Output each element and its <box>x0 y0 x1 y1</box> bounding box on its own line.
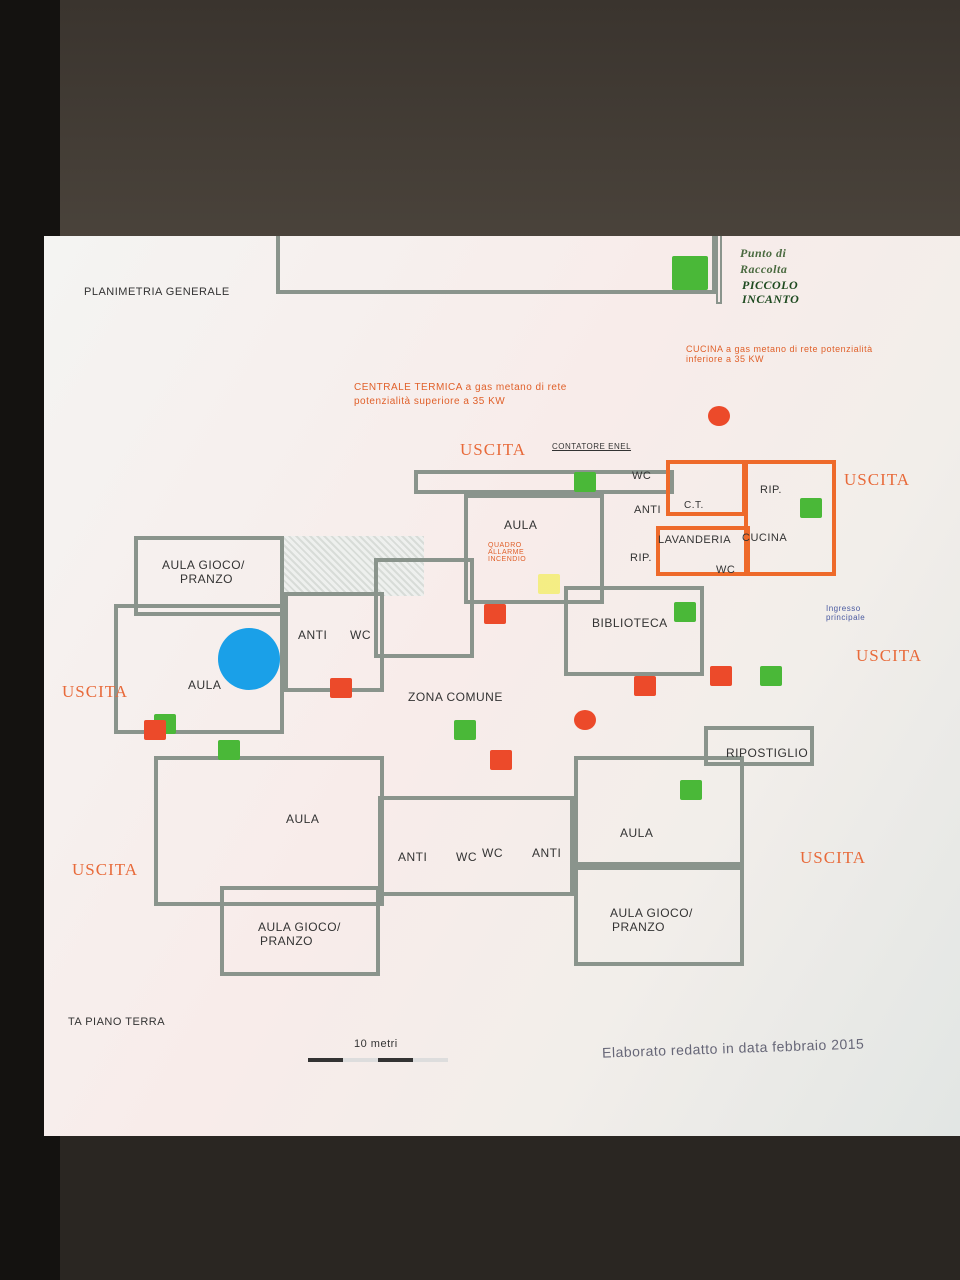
emergency-exit-sign-icon <box>760 666 782 686</box>
you-are-here-marker <box>218 628 280 690</box>
room-label: ANTI <box>398 850 428 864</box>
emergency-exit-sign-icon <box>800 498 822 518</box>
no-smoking-icon <box>574 710 596 730</box>
room-label: RIP. <box>760 484 782 496</box>
emergency-exit-sign-icon <box>218 740 240 760</box>
room-aula-gioco-2 <box>220 886 380 976</box>
room-label: WC <box>632 470 652 482</box>
room-label: ANTI <box>634 504 662 516</box>
room-label: AULA GIOCO/ <box>162 558 245 572</box>
fire-extinguisher-icon <box>490 750 512 770</box>
room-label: RIP. <box>630 552 652 564</box>
fire-extinguisher-icon <box>330 678 352 698</box>
emergency-exit-sign-icon <box>454 720 476 740</box>
alarm-panel-icon <box>538 574 560 594</box>
exit-label: USCITA <box>62 682 129 701</box>
room-label: BIBLIOTECA <box>592 616 668 630</box>
assembly-label: Raccolta <box>740 262 788 276</box>
room-label: C.T. <box>684 500 704 511</box>
room-label: WC <box>482 846 503 860</box>
room-aula-bottom-left <box>154 756 384 906</box>
room-cucina <box>744 460 836 576</box>
room-ripostiglio <box>704 726 814 766</box>
exit-label: USCITA <box>844 470 911 489</box>
note-centrale: potenzialità superiore a 35 KW <box>354 396 506 407</box>
background-wall <box>0 0 960 240</box>
room-aula-bottom-right <box>574 756 744 866</box>
room-label: PRANZO <box>260 934 314 948</box>
divider <box>716 236 722 304</box>
room-label: AULA GIOCO/ <box>610 906 693 920</box>
note-quadro: QUADRO ALLARME INCENDIO <box>488 542 527 563</box>
room-label: WC <box>716 564 736 576</box>
assembly-name: INCANTO <box>742 292 800 306</box>
assembly-name: PICCOLO <box>742 278 799 292</box>
room-label: ANTI <box>532 846 562 860</box>
emergency-exit-sign-icon <box>574 472 596 492</box>
wall-top-building <box>276 236 716 294</box>
room-label: ANTI <box>298 628 328 642</box>
courtyard <box>374 558 474 658</box>
room-label: CUCINA <box>742 532 788 544</box>
room-label: AULA GIOCO/ <box>258 920 341 934</box>
room-label: AULA <box>504 518 538 532</box>
room-label: WC <box>350 628 371 642</box>
evacuation-plan: PLANIMETRIA GENERALE Punto di Raccolta P… <box>44 236 960 1136</box>
emergency-exit-sign-icon <box>674 602 696 622</box>
room-label: RIPOSTIGLIO <box>726 746 809 760</box>
exit-label: USCITA <box>856 646 923 665</box>
room-aula-gioco-3 <box>574 866 744 966</box>
wall <box>414 470 674 494</box>
plan-floor-name: TA PIANO TERRA <box>68 1016 166 1028</box>
note-cucina: CUCINA a gas metano di rete potenzialità… <box>686 344 873 364</box>
room-wc-bottom <box>378 796 574 896</box>
assembly-point-icon <box>672 256 708 290</box>
scale-label: 10 metri <box>354 1038 398 1050</box>
room-label: LAVANDERIA <box>658 534 732 546</box>
room-label: ZONA COMUNE <box>408 690 503 704</box>
room-lavanderia <box>656 526 750 576</box>
emergency-exit-sign-icon <box>680 780 702 800</box>
room-aula-left <box>114 604 284 734</box>
fire-hose-icon <box>634 676 656 696</box>
fire-hose-icon <box>144 720 166 740</box>
room-label: PRANZO <box>612 920 666 934</box>
room-label: AULA <box>286 812 320 826</box>
note-contatore: CONTATORE ENEL <box>552 442 632 451</box>
fire-hose-icon <box>710 666 732 686</box>
room-label: PRANZO <box>180 572 234 586</box>
exit-label: USCITA <box>460 440 527 459</box>
room-label: Ingresso principale <box>826 604 866 622</box>
hatched-area <box>284 536 424 596</box>
date-note: Elaborato redatto in data febbraio 2015 <box>601 1035 865 1061</box>
exit-label: USCITA <box>72 860 139 879</box>
assembly-label: Punto di <box>740 246 787 260</box>
scale-bar <box>308 1058 448 1062</box>
no-smoking-icon <box>708 406 730 426</box>
fire-hose-icon <box>484 604 506 624</box>
plan-title: PLANIMETRIA GENERALE <box>84 286 230 298</box>
room-anti-wc <box>284 592 384 692</box>
room-label: AULA <box>188 678 222 692</box>
note-centrale: CENTRALE TERMICA a gas metano di rete <box>354 382 567 393</box>
exit-label: USCITA <box>800 848 867 867</box>
room-centrale-termica <box>666 460 746 516</box>
room-label: AULA <box>620 826 654 840</box>
room-aula-top <box>464 494 604 604</box>
room-label: WC <box>456 850 477 864</box>
room-aula-gioco-1 <box>134 536 284 616</box>
room-biblioteca <box>564 586 704 676</box>
